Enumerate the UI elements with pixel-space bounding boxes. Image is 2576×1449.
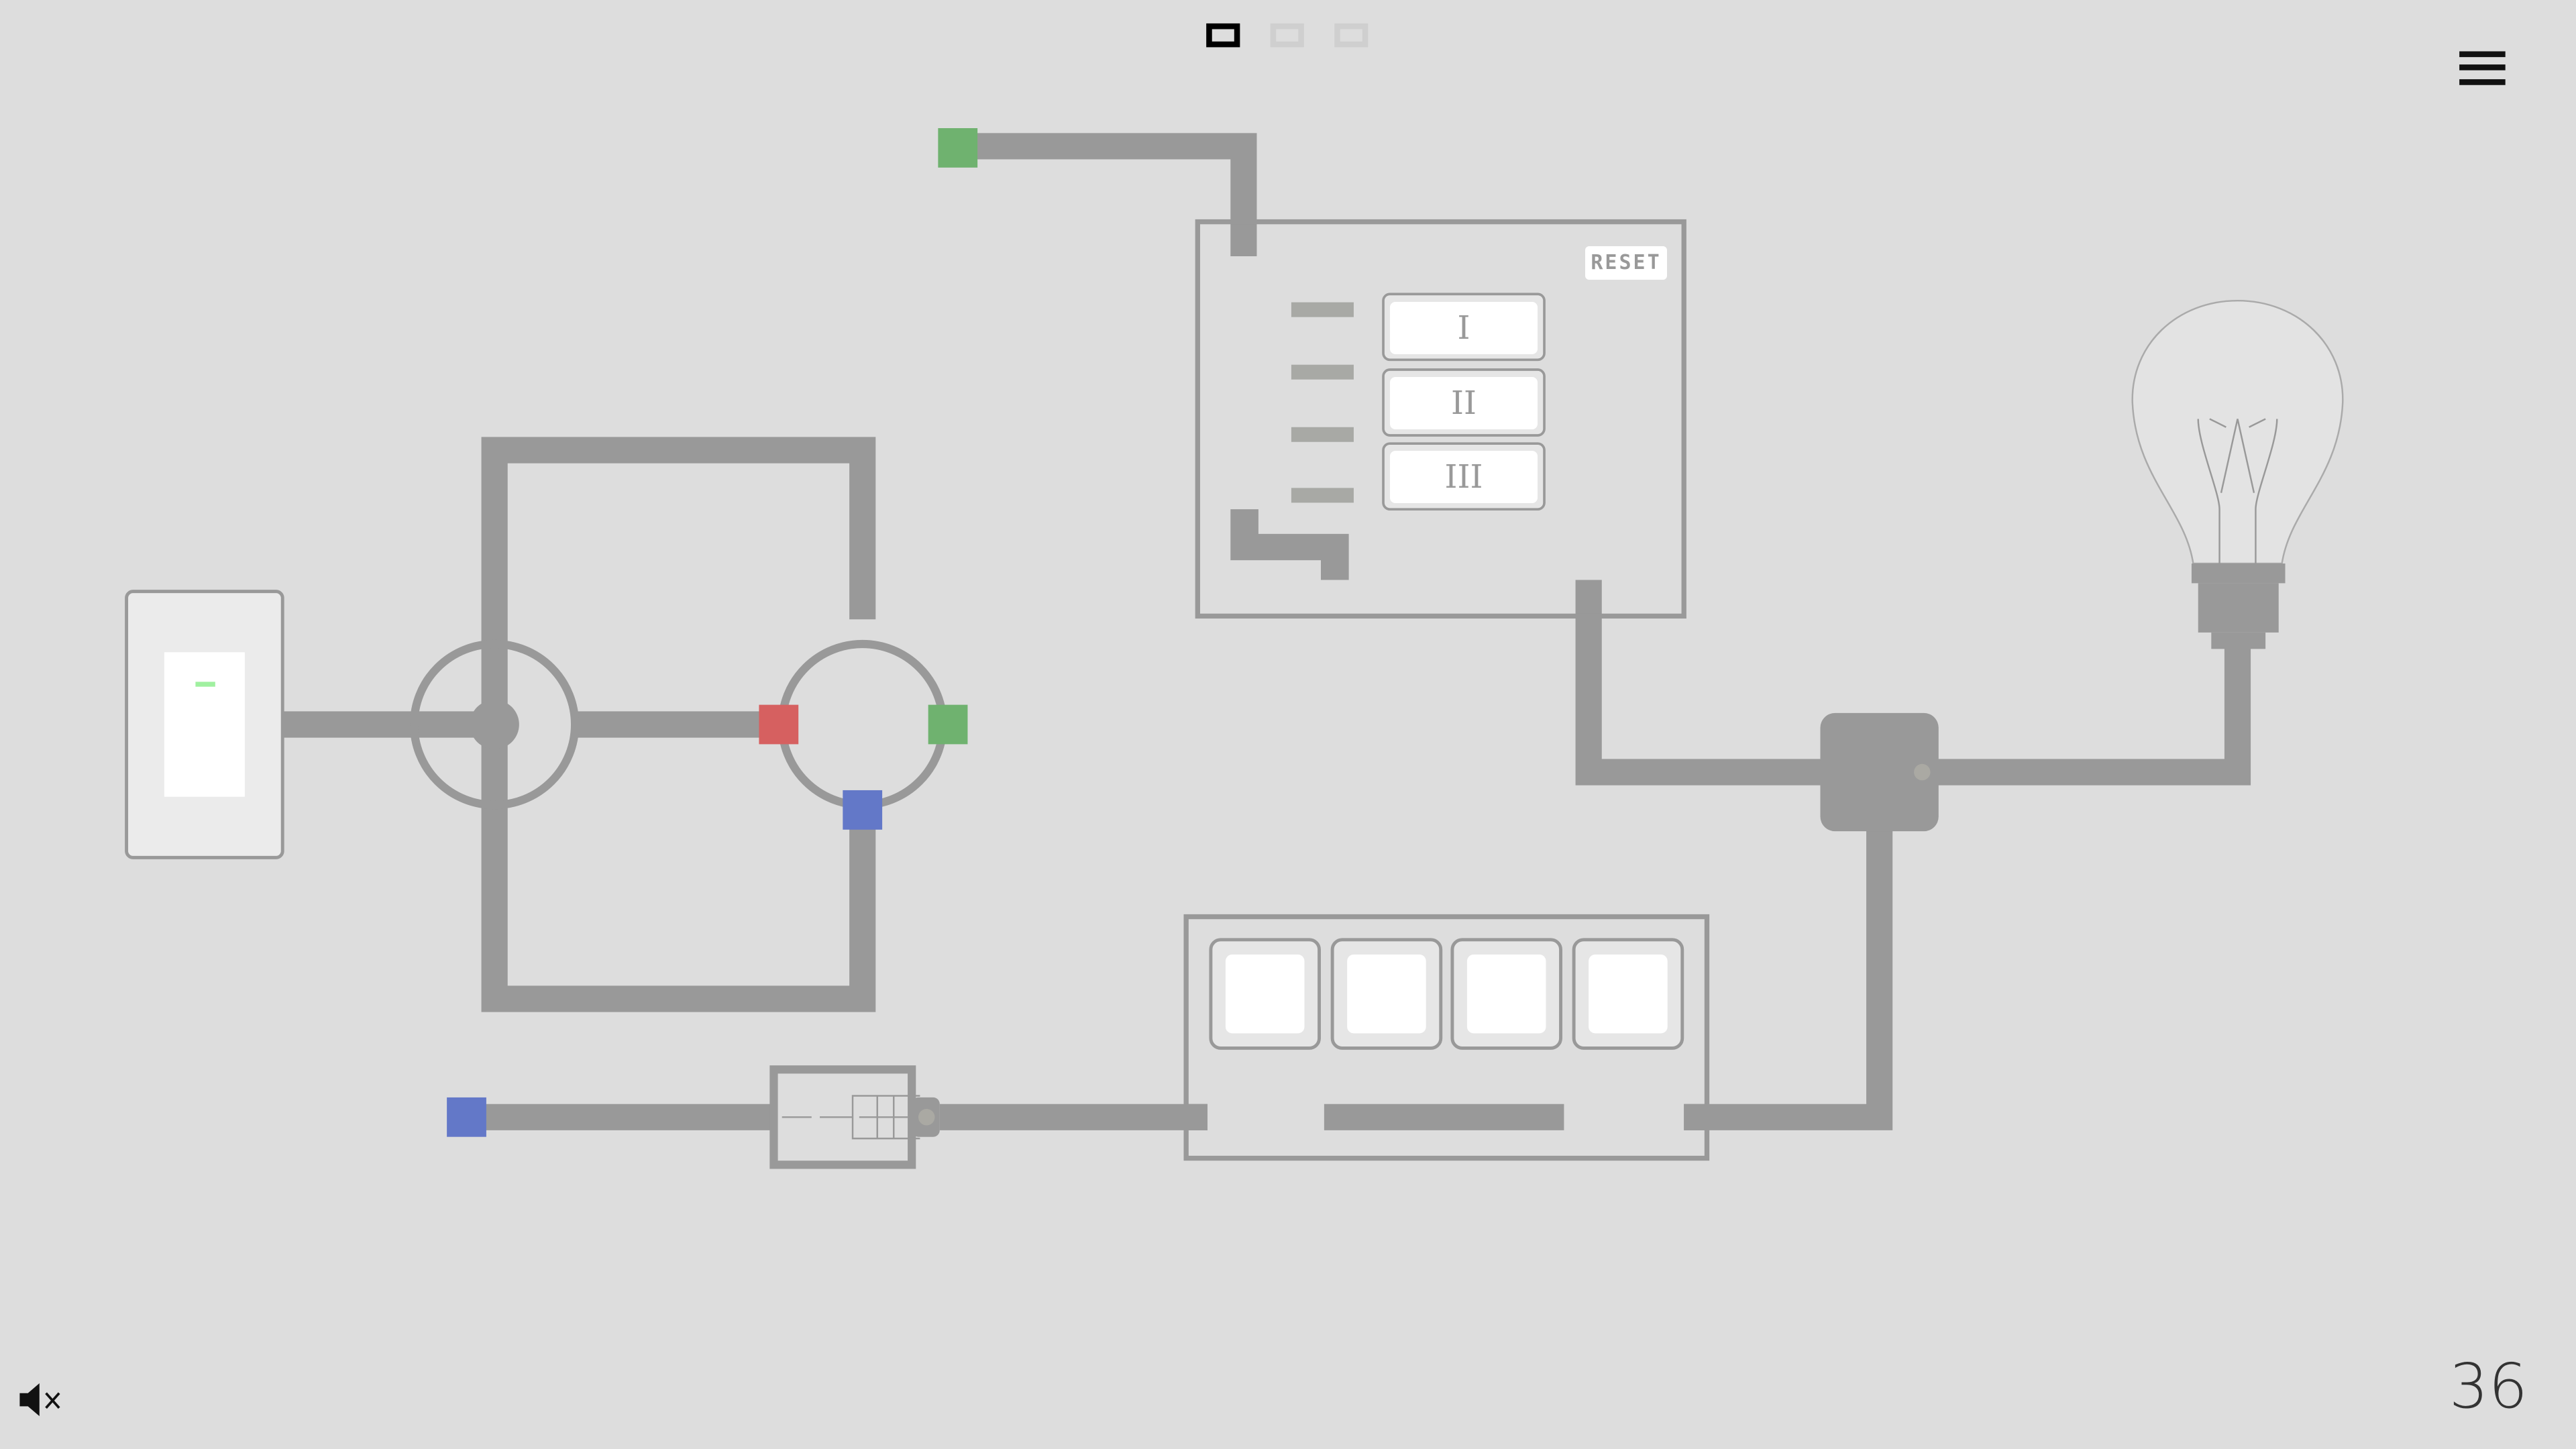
keys-box xyxy=(1183,914,1710,1161)
light-bulb xyxy=(2131,299,2344,649)
reset-button[interactable]: RESET xyxy=(1585,246,1667,280)
junction-box xyxy=(1820,712,1939,832)
rotator-left[interactable] xyxy=(410,639,580,810)
switch-led xyxy=(195,682,215,687)
wire-junction-to-keys xyxy=(1684,828,1893,1130)
wire-junction-to-bulb xyxy=(1935,644,2251,786)
button-I[interactable]: I xyxy=(1390,302,1538,354)
level-indicators xyxy=(1206,23,1368,48)
wire-top xyxy=(969,133,1257,257)
terminal-green xyxy=(928,704,968,745)
key-2[interactable] xyxy=(1330,938,1443,1050)
level-indicator-3[interactable] xyxy=(1334,23,1368,48)
wire-box-to-junction xyxy=(1575,580,1824,786)
wall-switch[interactable] xyxy=(125,590,284,859)
rotator-right[interactable] xyxy=(777,639,947,810)
hamburger-menu-icon[interactable] xyxy=(2459,51,2506,85)
key-3[interactable] xyxy=(1450,938,1562,1050)
button-II[interactable]: II xyxy=(1390,377,1538,429)
speaker-muted-icon[interactable] xyxy=(19,1383,60,1417)
terminal-blue-bottom xyxy=(447,1097,486,1137)
terminal-blue xyxy=(843,790,883,830)
junction-dot xyxy=(1914,763,1931,781)
key-4[interactable] xyxy=(1572,938,1684,1050)
button-III[interactable]: III xyxy=(1390,451,1538,503)
level-number: 36 xyxy=(2449,1350,2528,1422)
level-indicator-2[interactable] xyxy=(1270,23,1304,48)
level-indicator-1[interactable] xyxy=(1206,23,1240,48)
terminal-red xyxy=(759,704,799,745)
key-1[interactable] xyxy=(1209,938,1321,1050)
terminal-green-top xyxy=(938,128,978,168)
logic-chip xyxy=(769,1065,940,1169)
